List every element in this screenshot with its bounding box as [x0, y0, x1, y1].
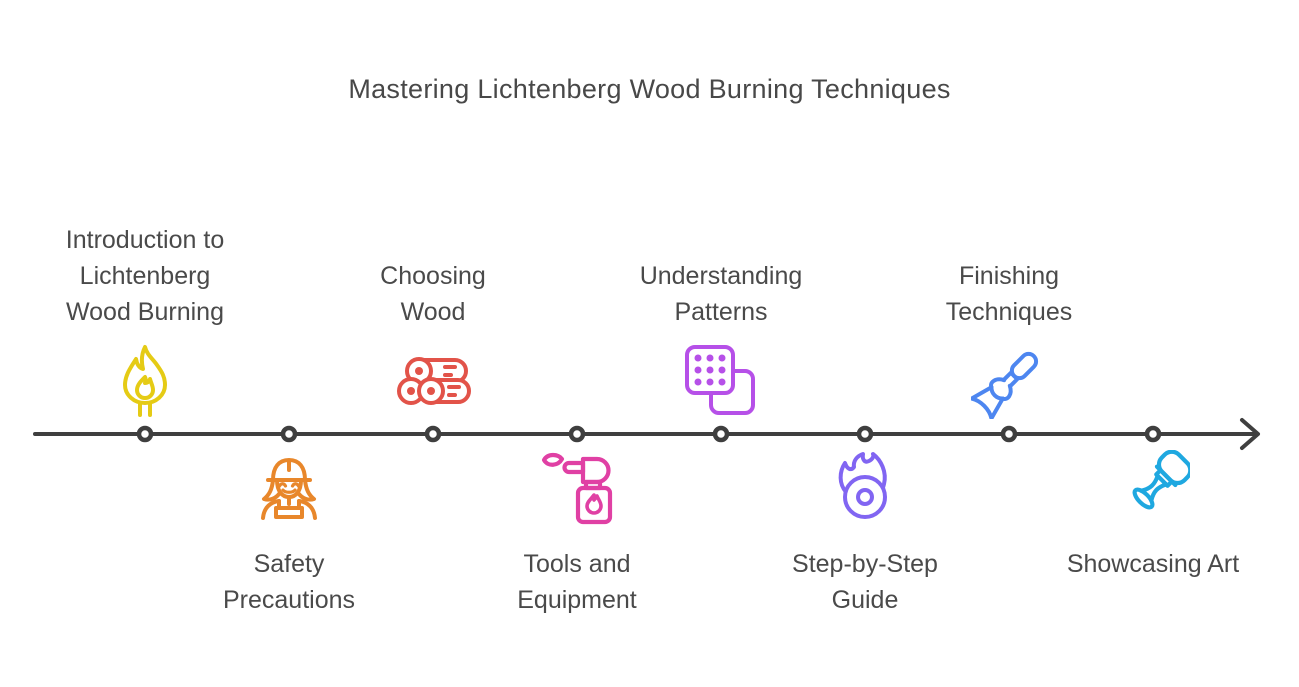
chisel-icon [969, 351, 1039, 421]
milestone-label-finishing: Finishing Techniques [945, 262, 1073, 326]
match-flame-icon [123, 345, 167, 417]
timeline-arrowhead-icon [1240, 418, 1260, 450]
pattern-squares-icon [685, 345, 755, 415]
milestone-label-introduction: Introduction to Lichtenberg Wood Burning [65, 226, 225, 326]
timeline-dot [280, 425, 298, 443]
timeline-dot [568, 425, 586, 443]
milestone-icon-tools [539, 450, 615, 526]
milestone-label-showcasing: Showcasing Art [1066, 550, 1240, 578]
flame-disc-icon [838, 452, 887, 519]
milestone-icon-introduction [107, 343, 183, 419]
milestone-icon-safety [251, 450, 327, 526]
milestone-icon-guide [827, 450, 903, 526]
timeline-dot [856, 425, 874, 443]
safety-worker-icon [261, 458, 317, 520]
pattern-dots [694, 354, 726, 386]
milestone-icon-patterns [683, 343, 759, 419]
milestone-label-patterns: Understanding Patterns [639, 262, 803, 326]
timeline-dot [1144, 425, 1162, 443]
wood-logs-icon [397, 357, 471, 405]
page-title: Mastering Lichtenberg Wood Burning Techn… [348, 74, 951, 104]
milestone-label-safety: Safety Precautions [222, 550, 356, 614]
timeline-dot [136, 425, 154, 443]
milestone-label-tools: Tools and Equipment [517, 550, 637, 614]
blowtorch-icon [541, 452, 613, 525]
milestone-icon-choosing-wood [395, 343, 471, 419]
stamp-icon [1132, 449, 1193, 510]
timeline-dot [1000, 425, 1018, 443]
timeline-dot [712, 425, 730, 443]
timeline-dot [424, 425, 442, 443]
timeline-axis [33, 418, 1260, 450]
milestone-icon-showcasing [1114, 449, 1193, 526]
milestone-label-choosing-wood: Choosing Wood [380, 262, 486, 326]
milestone-icon-finishing [969, 343, 1047, 421]
timeline-axis-group [33, 418, 1260, 450]
milestone-label-guide: Step-by-Step Guide [792, 550, 938, 614]
log-end-dots [407, 367, 435, 395]
